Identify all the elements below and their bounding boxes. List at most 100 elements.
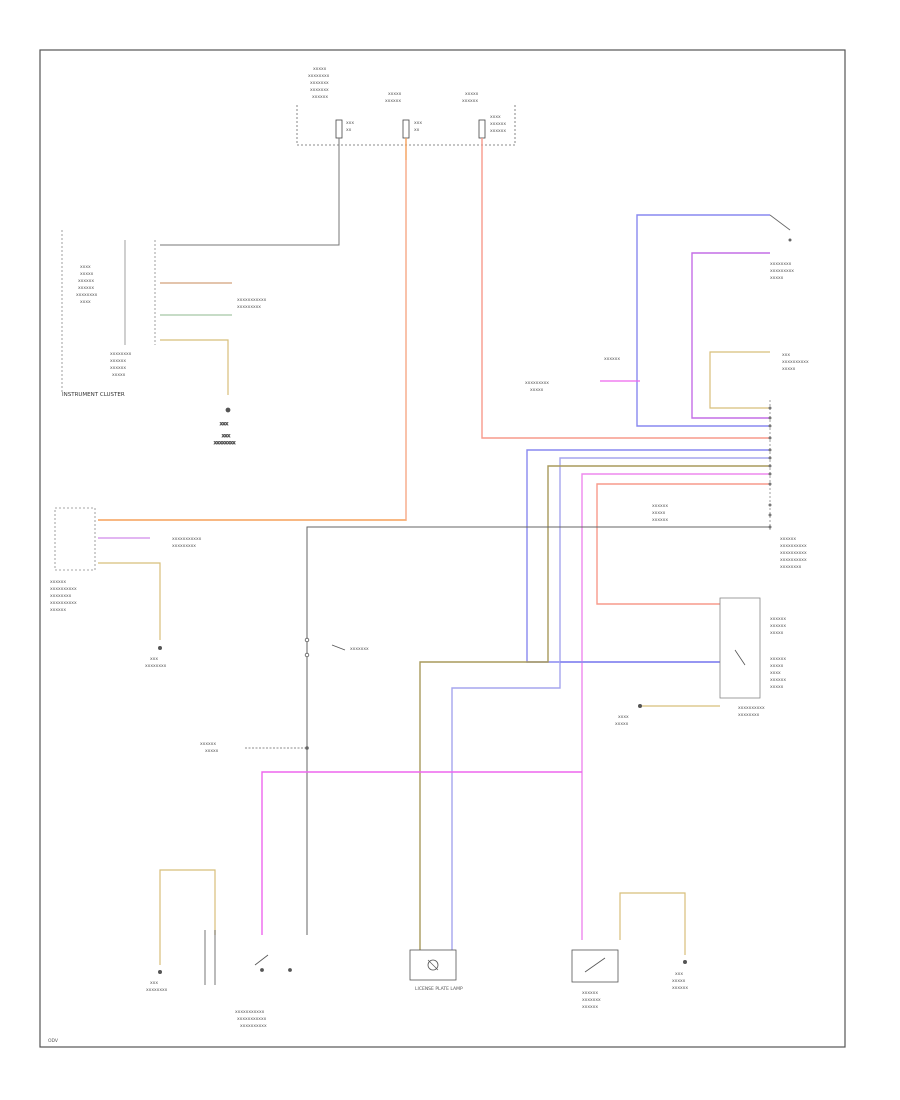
svg-text:xxx: xxx xyxy=(346,121,354,126)
svg-text:xxxxxxxxxx: xxxxxxxxxx xyxy=(780,544,807,549)
svg-text:xxx: xxx xyxy=(675,972,683,977)
wire-orange-fuse2 xyxy=(98,138,407,521)
svg-text:xxxxxxxxxx: xxxxxxxxxx xyxy=(50,587,77,592)
svg-text:xxxxxxxxxxx: xxxxxxxxxxx xyxy=(237,1017,267,1022)
svg-text:xx: xx xyxy=(346,128,352,133)
svg-text:xxxxx: xxxxx xyxy=(770,276,784,281)
license-plate-lamp-label: LICENSE PLATE LAMP xyxy=(415,986,463,992)
svg-text:xxxxxxxxxx: xxxxxxxxxx xyxy=(780,558,807,563)
svg-text:xxxxxx: xxxxxx xyxy=(652,518,668,523)
wire-ground-bottom-left xyxy=(159,869,216,965)
svg-text:xxxxxxxxx: xxxxxxxxx xyxy=(237,305,261,310)
wire-red-yellow-fuse3 xyxy=(481,138,770,439)
svg-text:xxxxxxx: xxxxxxx xyxy=(310,88,329,93)
svg-text:xxx: xxx xyxy=(150,657,158,662)
svg-text:xxxxxx: xxxxxx xyxy=(110,366,126,371)
svg-text:xxxxxx: xxxxxx xyxy=(78,286,94,291)
wire-yellow-module xyxy=(98,562,161,640)
svg-text:xxxxxxxxx: xxxxxxxxx xyxy=(770,269,794,274)
mid-switch: xxxxxxx xyxy=(304,637,369,658)
svg-text:xxxxx: xxxxx xyxy=(782,367,796,372)
instrument-cluster-label: INSTRUMENT CLUSTER xyxy=(62,392,125,398)
svg-text:xxxxxx: xxxxxx xyxy=(490,122,506,127)
svg-text:xxxxxxxxxx: xxxxxxxxxx xyxy=(782,360,809,365)
fuse-2 xyxy=(402,119,410,139)
svg-text:xxx: xxx xyxy=(782,353,790,358)
svg-text:xxxxxx: xxxxxx xyxy=(312,95,328,100)
svg-text:xxxxxx: xxxxxx xyxy=(770,617,786,622)
wire-black-main xyxy=(306,526,770,935)
wire-brown-long xyxy=(419,465,770,950)
svg-text:xxxxxxx: xxxxxxx xyxy=(582,998,601,1003)
svg-text:xxxxxxxx: xxxxxxxx xyxy=(308,74,330,79)
svg-text:xxx: xxx xyxy=(414,121,422,126)
ground-icon-cluster: xxx xxx xxxxxxxx xyxy=(214,407,236,446)
wire-ground-bottom-right xyxy=(619,892,686,955)
svg-text:xxxxxxx: xxxxxxx xyxy=(310,81,329,86)
footer-id: ODV xyxy=(48,1038,59,1044)
diagram-border xyxy=(39,49,846,1048)
svg-text:xxxx: xxxx xyxy=(80,265,91,270)
svg-text:xxxx: xxxx xyxy=(80,300,91,305)
ground-icon-bottom-right: xxxxxxxx xxxxxx xyxy=(672,960,688,991)
bottom-switch: xxxxxxxxxxx xxxxxxxxxxx xxxxxxxxxx xyxy=(204,930,292,1029)
svg-text:xxxxxx: xxxxxx xyxy=(672,986,688,991)
wire-violet-long xyxy=(451,457,770,950)
svg-text:xxxxx: xxxxx xyxy=(205,749,219,754)
svg-text:xxxxxx: xxxxxx xyxy=(462,99,478,104)
svg-text:xxxxxxxx: xxxxxxxx xyxy=(146,988,168,993)
svg-text:xxxxx: xxxxx xyxy=(615,722,629,727)
svg-text:xxxxxxxx: xxxxxxxx xyxy=(110,352,132,357)
fuse-3 xyxy=(478,119,486,139)
svg-text:xxxxxx: xxxxxx xyxy=(780,537,796,542)
wire-violet-top xyxy=(691,252,770,419)
svg-text:xxxxxxx: xxxxxxx xyxy=(350,647,369,652)
stoplight-switch: xxxxxxxxxxx xyxy=(200,742,309,754)
svg-text:xxxxxx: xxxxxx xyxy=(200,742,216,747)
svg-text:xxxxxxxxxx: xxxxxxxxxx xyxy=(240,1024,267,1029)
svg-text:xxxxxx: xxxxxx xyxy=(110,359,126,364)
svg-text:xxxxx: xxxxx xyxy=(313,67,327,72)
svg-text:xxxxxxxx: xxxxxxxx xyxy=(214,441,236,446)
svg-text:xxxxxxxx: xxxxxxxx xyxy=(76,293,98,298)
svg-text:xxxxxxxx: xxxxxxxx xyxy=(145,664,167,669)
svg-text:xxxxx: xxxxx xyxy=(388,92,402,97)
svg-text:xxxxx: xxxxx xyxy=(770,685,784,690)
svg-text:xxxx: xxxx xyxy=(618,715,629,720)
svg-text:xxxxx: xxxxx xyxy=(770,664,784,669)
svg-text:xxx: xxx xyxy=(150,981,158,986)
svg-text:xxxxxx: xxxxxx xyxy=(78,279,94,284)
svg-text:xxxxxx: xxxxxx xyxy=(582,991,598,996)
ground-icon-right-switch: xxxxxxxxx xyxy=(615,704,642,727)
svg-text:xxxxxxxxxx: xxxxxxxxxx xyxy=(738,706,765,711)
svg-text:xxxxxxxxxxx: xxxxxxxxxxx xyxy=(235,1010,265,1015)
svg-text:xxxxxxxx: xxxxxxxx xyxy=(780,565,802,570)
wire-yellow-cluster xyxy=(160,339,229,395)
svg-text:xxxx: xxxx xyxy=(770,671,781,676)
wire-brown-ground-top xyxy=(709,351,770,409)
wire-pink-long xyxy=(581,473,770,940)
svg-text:xxxxxxxxxxx: xxxxxxxxxxx xyxy=(237,298,267,303)
svg-text:xxxxxxxxxx: xxxxxxxxxx xyxy=(780,551,807,556)
wires xyxy=(98,138,770,965)
wire-black-fuse1 xyxy=(160,138,340,246)
svg-text:xxxx: xxxx xyxy=(490,115,501,120)
svg-text:xxxxxx: xxxxxx xyxy=(50,608,66,613)
svg-text:xxxxxx: xxxxxx xyxy=(652,504,668,509)
svg-text:xxxxx: xxxxx xyxy=(672,979,686,984)
ground-icon-bottom-left: xxx xxxxxxxx xyxy=(146,970,168,993)
ground-icon-module: xxx xxxxxxxx xyxy=(145,646,167,669)
wire-blue-top xyxy=(636,214,770,427)
svg-text:xxxxx: xxxxx xyxy=(465,92,479,97)
svg-text:xxxxxxxx: xxxxxxxx xyxy=(738,713,760,718)
svg-text:xxxxxx: xxxxxx xyxy=(50,580,66,585)
svg-text:xxxxxx: xxxxxx xyxy=(582,1005,598,1010)
wire-blue-long xyxy=(526,449,770,663)
